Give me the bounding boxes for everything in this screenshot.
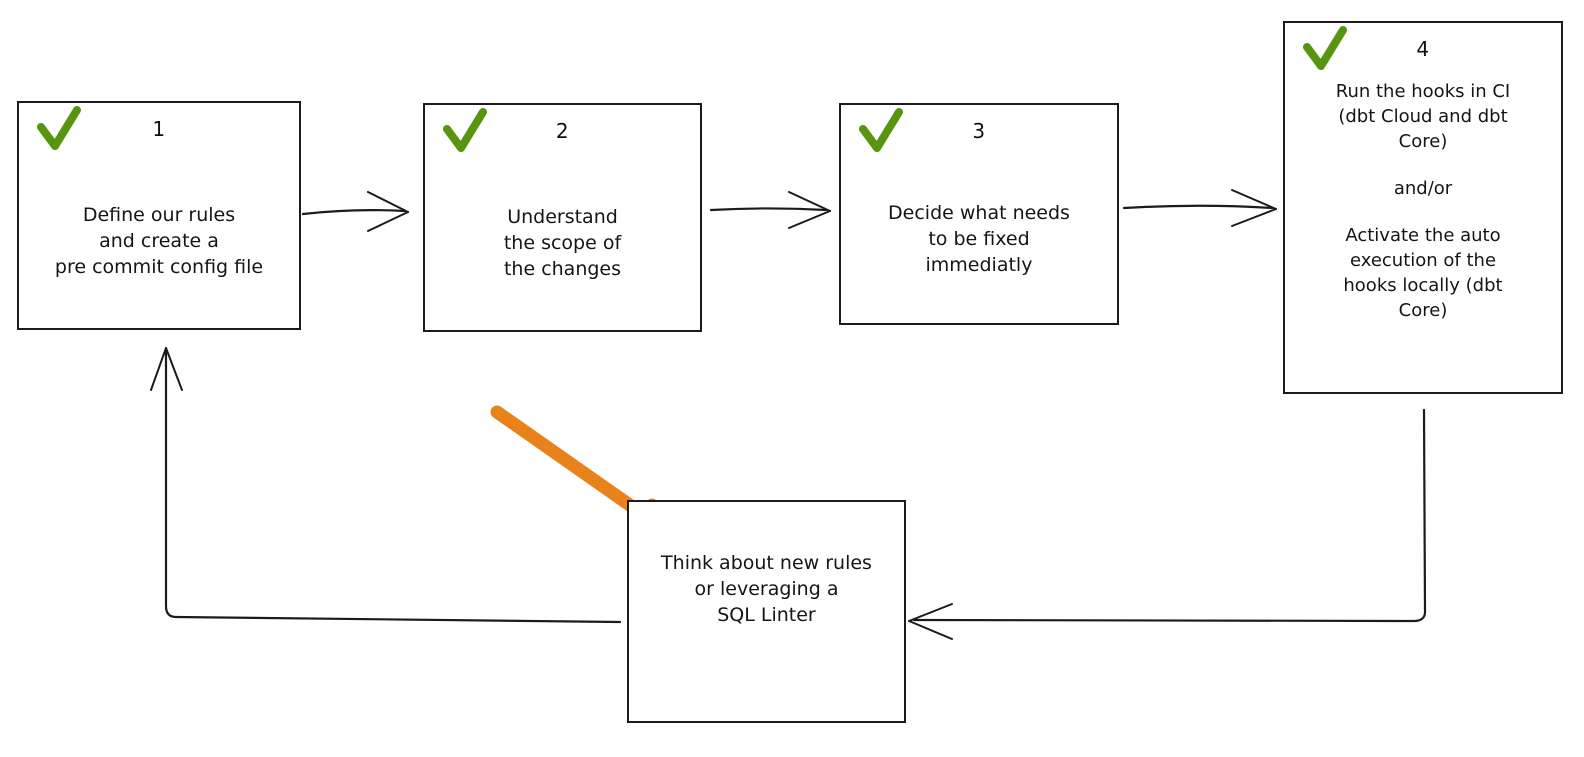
connector-step2-step3 — [709, 191, 831, 229]
step-1-line-3: pre commit config file — [54, 255, 264, 278]
step-2-line-1: Understand — [507, 205, 618, 228]
check-icon — [1303, 26, 1347, 70]
step-1-line-2: and create a — [99, 229, 219, 252]
step-4-body: Run the hooks in CI (dbt Cloud and dbt C… — [1285, 79, 1561, 392]
loop-node-line-2: or leveraging a — [694, 578, 839, 600]
step-node-3[interactable]: 3 Decide what needs to be fixed immediat… — [839, 103, 1119, 325]
check-icon — [37, 106, 81, 150]
step-node-4[interactable]: 4 Run the hooks in CI (dbt Cloud and dbt… — [1283, 21, 1563, 394]
loop-node-line-1: Think about new rules — [661, 552, 872, 574]
step-4-line-3: Core) — [1398, 131, 1448, 152]
step-3-line-1: Decide what needs — [888, 202, 1070, 224]
step-4-header: 4 — [1285, 23, 1561, 79]
step-4-line-2: (dbt Cloud and dbt — [1338, 106, 1508, 127]
step-1-line-1: Define our rules — [82, 203, 236, 226]
step-4-line-5: and/or — [1393, 178, 1453, 199]
step-node-1[interactable]: 1 Define our rules and create a pre comm… — [17, 101, 301, 330]
step-3-header: 3 — [841, 105, 1117, 161]
connector-step3-step4 — [1122, 189, 1277, 227]
step-4-line-7: Activate the auto — [1345, 225, 1501, 246]
step-2-line-3: the changes — [503, 257, 622, 280]
step-4-line-9: hooks locally (dbt — [1343, 275, 1503, 296]
connector-loopbox-step1 — [150, 347, 622, 624]
step-3-number: 3 — [972, 119, 986, 143]
step-node-loop[interactable]: Think about new rules or leveraging a SQ… — [627, 500, 906, 723]
connector-step4-loopbox — [908, 408, 1427, 640]
step-2-line-2: the scope of — [503, 231, 622, 254]
step-3-line-3: immediatly — [925, 254, 1033, 276]
step-4-line-8: execution of the — [1349, 250, 1497, 271]
step-1-number: 1 — [152, 117, 166, 141]
step-2-header: 2 — [425, 105, 700, 161]
step-3-body: Decide what needs to be fixed immediatly — [841, 161, 1117, 323]
step-2-body: Understand the scope of the changes — [425, 161, 700, 330]
check-icon — [443, 108, 487, 152]
step-node-2[interactable]: 2 Understand the scope of the changes — [423, 103, 702, 332]
step-4-number: 4 — [1416, 37, 1430, 61]
check-icon — [859, 108, 903, 152]
connector-step1-step2 — [301, 191, 409, 232]
step-4-line-10: Core) — [1398, 300, 1448, 321]
step-1-body: Define our rules and create a pre commit… — [19, 159, 299, 328]
step-1-header: 1 — [19, 103, 299, 159]
loop-node-line-3: SQL Linter — [717, 604, 816, 626]
step-2-number: 2 — [555, 119, 570, 143]
step-3-line-2: to be fixed — [928, 228, 1030, 250]
loop-node-body: Think about new rules or leveraging a SQ… — [629, 502, 904, 721]
step-4-line-1: Run the hooks in CI — [1335, 81, 1511, 102]
